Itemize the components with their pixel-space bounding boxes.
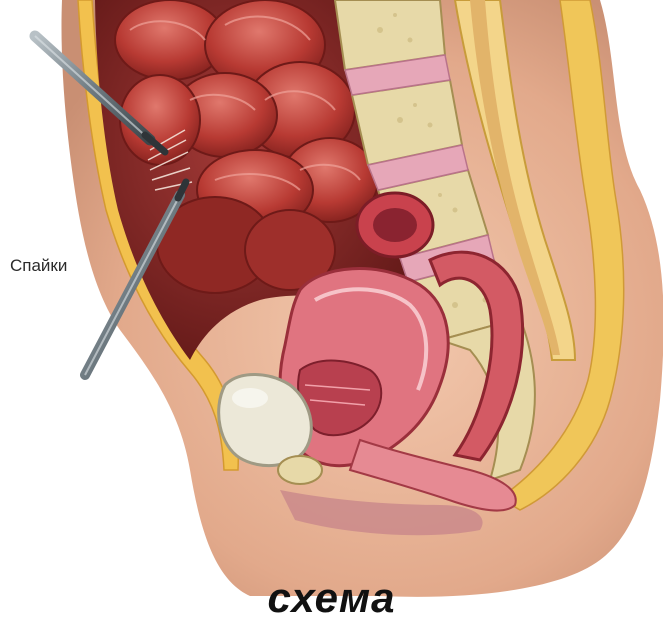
caption-text: схема <box>0 574 663 622</box>
pubic-bone <box>278 456 322 484</box>
adhesions-label: Спайки <box>10 256 67 276</box>
